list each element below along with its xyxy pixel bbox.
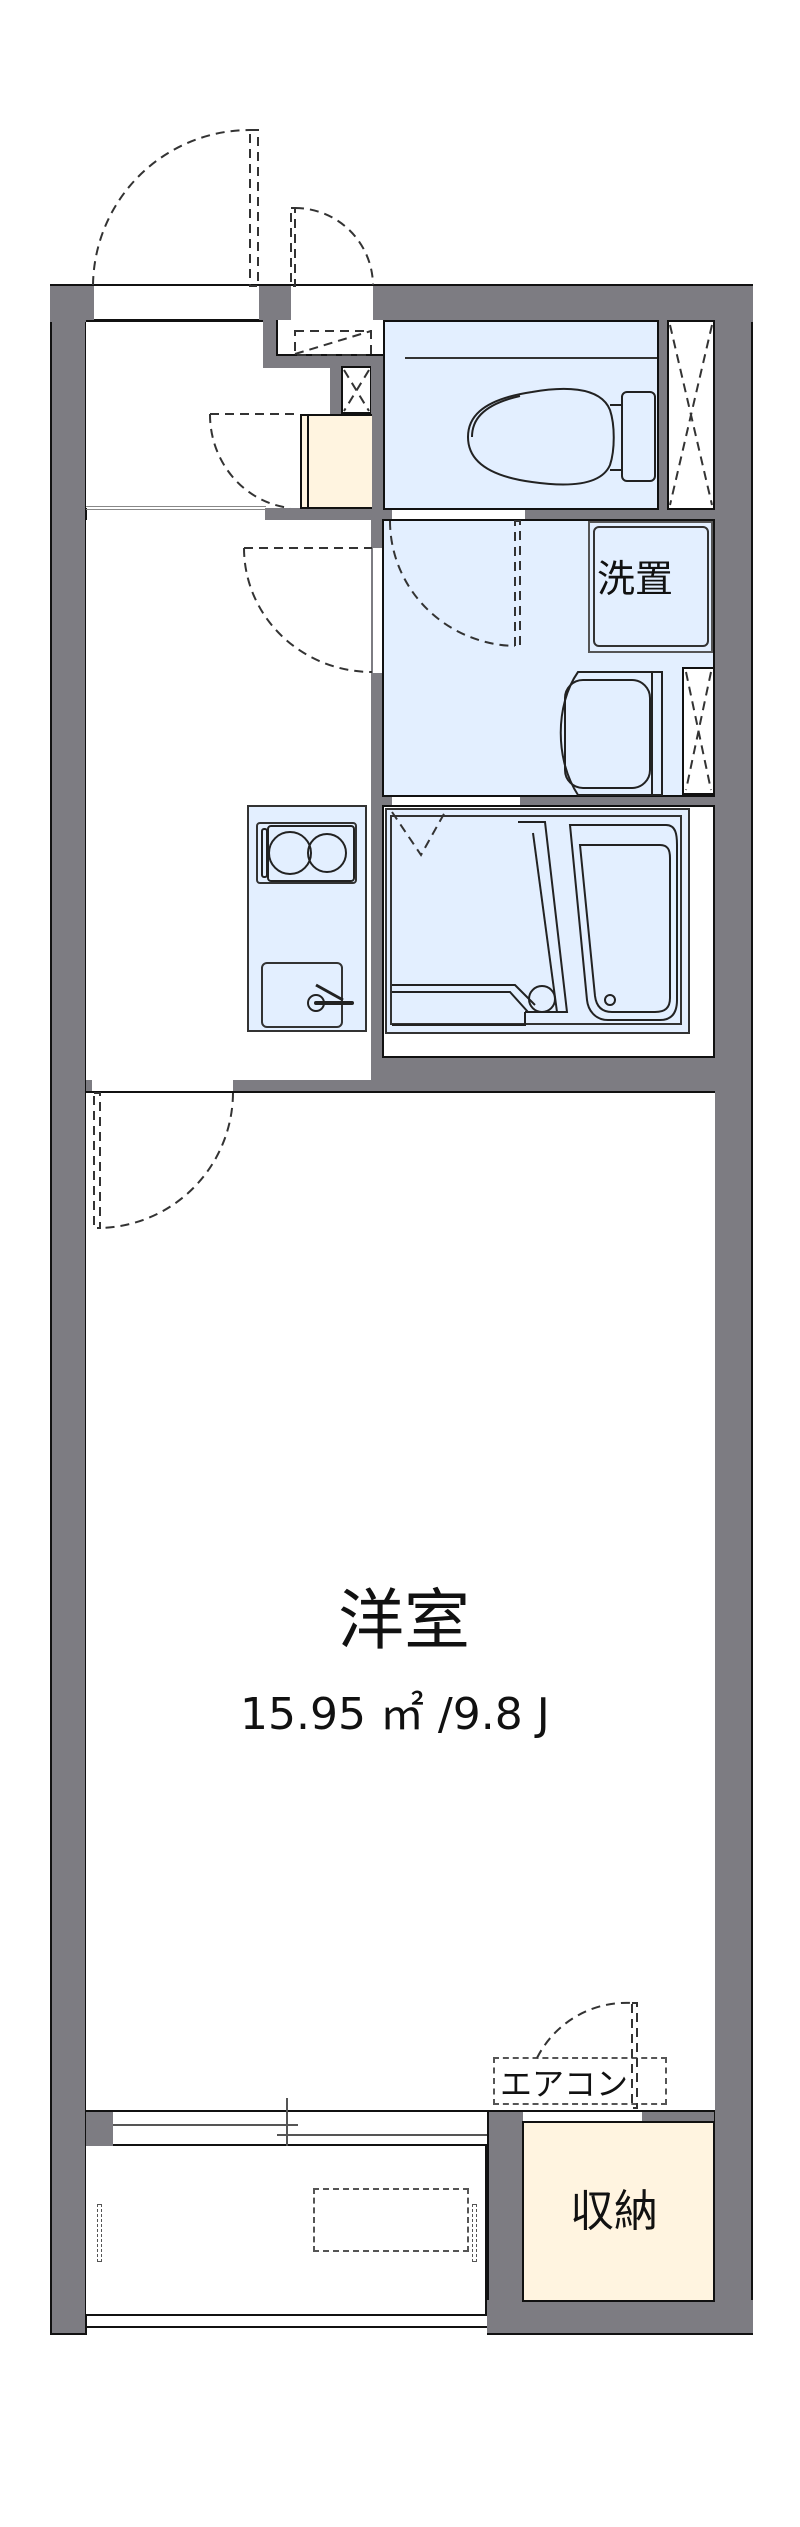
stove-icon [261,825,355,882]
bathroom-door-opening[interactable] [392,797,520,805]
pipe-shaft-washroom-icon [685,671,712,791]
outdoor-unit [313,2188,469,2252]
bath-unit-inner [390,815,682,1025]
pipe-shaft-small-icon [343,369,370,412]
storage-closet [522,2121,715,2302]
wall-corridor-wet [371,356,384,1081]
genkan-step-line [86,506,266,510]
outer-top-edge [50,284,753,286]
balcony-window[interactable] [113,2112,487,2146]
kitchen-faucet-icon [307,983,354,1012]
entrance-door-swing-icon [92,129,259,287]
outer-wall-top-left [50,285,94,322]
shoe-cabinet[interactable] [300,414,372,509]
shoe-cabinet-door-swing-icon [208,413,300,509]
aircon-label: エアコン [500,2065,629,2103]
wall-bath-bottom [372,1057,715,1081]
toilet-door-swing-icon [389,520,521,647]
bath-door-fold-icon [391,811,446,857]
toilet-icon [466,387,656,486]
sash-line-1 [113,2124,298,2126]
storage-door-opening[interactable] [523,2112,642,2121]
washroom-entry-door-swing-icon [243,547,373,673]
balcony-railing [86,2314,487,2328]
toilet-shelf-line [405,357,657,359]
washbasin-icon [559,671,663,796]
sash-divider [286,2098,288,2158]
kitchen-sink[interactable] [261,962,343,1028]
toilet-door-opening[interactable] [392,510,525,519]
western-room-title: 洋室 [338,1582,470,1659]
washer-space-label: 洗置 [597,557,674,601]
wall-storage-bottom [487,2300,753,2335]
western-room-area: 15.95 ㎡ /9.8 J [240,1689,550,1740]
sash-line-2 [277,2134,487,2136]
meter-box-opening[interactable] [291,286,373,321]
western-room [86,1091,715,2112]
shoe-cabinet-edge [307,414,309,509]
washer-space-inner [593,526,709,647]
stove[interactable] [256,822,357,884]
outer-wall-top-right [373,285,753,322]
wall-toilet-duct [657,320,668,520]
duct-wall [330,366,342,414]
pipe-shaft-right-icon [669,324,713,506]
balcony [86,2146,487,2316]
balcony-drain-right [472,2204,477,2262]
balcony-drain-left [97,2204,102,2262]
main-room-door-swing-icon [93,1092,234,1229]
wall-balcony-left-stub [86,2110,114,2146]
meter-door-swing-icon [290,207,374,356]
washer-space[interactable] [588,521,713,653]
outer-wall-top-pillar [259,285,291,322]
wall-main-room-top [86,1080,715,1093]
wall-storage-left [487,2110,523,2335]
storage-closet-label: 収納 [570,2186,658,2237]
aircon-unit [493,2057,667,2105]
bathtub-icon [392,821,678,1026]
washroom-door-opening[interactable] [373,548,382,673]
storage-door-swing-icon [536,2001,638,2109]
